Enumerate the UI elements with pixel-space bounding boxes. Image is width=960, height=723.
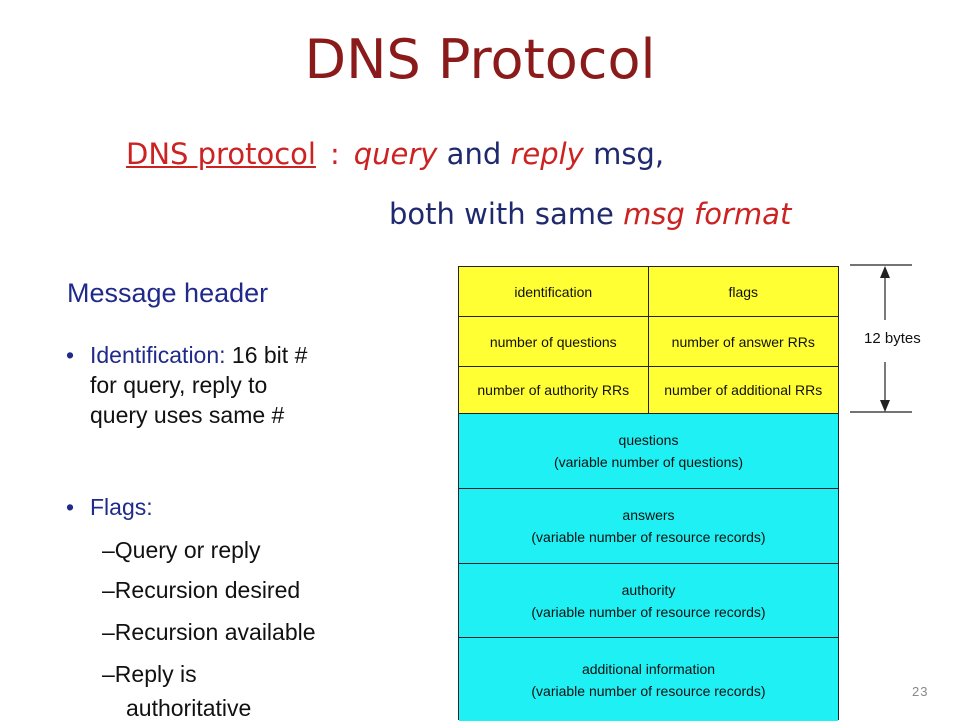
num-authority-rrs-field: number of authority RRs: [459, 367, 649, 413]
flag-item-continuation: authoritative: [126, 695, 252, 721]
identification-label: Identification:: [90, 342, 226, 368]
query-word: query: [353, 137, 438, 171]
identification-text-line-2: for query, reply to: [90, 372, 268, 398]
num-answer-rrs-field: number of answer RRs: [671, 333, 815, 350]
subtitle-line-2: both with same msg format: [389, 196, 791, 232]
section-desc: (variable number of questions): [553, 454, 744, 470]
msg-format-term: msg format: [623, 197, 792, 231]
section-desc: (variable number of resource records): [531, 529, 766, 545]
answers-section: answers (variable number of resource rec…: [459, 489, 838, 564]
bullet-dot: •: [66, 494, 75, 520]
page-number: 23: [912, 684, 929, 699]
subtitle-colon: :: [329, 137, 340, 171]
subtitle-line-2-prefix: both with same: [389, 197, 614, 231]
and-word: and: [446, 137, 502, 171]
identification-text-line-3: query uses same #: [90, 402, 285, 428]
subtitle-rest: msg,: [593, 137, 665, 171]
section-name: questions: [618, 432, 679, 448]
section-desc: (variable number of resource records): [531, 603, 766, 620]
section-name: additional information: [581, 660, 716, 677]
authority-section: authority (variable number of resource r…: [459, 564, 838, 638]
flag-item: –Query or reply: [102, 537, 261, 563]
section-name: authority: [621, 581, 676, 598]
flag-item: –Recursion desired: [102, 577, 301, 603]
num-questions-field: number of questions: [459, 317, 649, 366]
flag-item: –Reply is: [102, 661, 197, 687]
header-row-questions-answers: number of questions number of answer RRs: [459, 317, 838, 367]
reply-word: reply: [510, 137, 584, 171]
questions-section: questions (variable number of questions): [459, 414, 838, 489]
dns-protocol-term: DNS protocol: [126, 137, 316, 171]
message-header-heading: Message header: [67, 278, 269, 308]
flags-label: Flags:: [90, 494, 153, 520]
subtitle-line-1: DNS protocol: query and reply msg,: [126, 136, 664, 172]
dns-message-format-diagram: identification flags number of questions…: [458, 266, 839, 721]
additional-information-section: additional information (variable number …: [459, 638, 838, 721]
bullet-dot: •: [66, 342, 75, 368]
num-additional-rrs-field: number of additional RRs: [664, 382, 823, 398]
twelve-bytes-label: 12 bytes: [864, 330, 921, 347]
header-row-identification-flags: identification flags: [459, 267, 838, 317]
flags-field: flags: [728, 283, 759, 300]
slide-title: DNS Protocol: [304, 28, 656, 91]
flag-item: –Recursion available: [102, 619, 316, 645]
identification-field: identification: [459, 267, 649, 316]
section-name: answers: [622, 507, 675, 523]
twelve-bytes-bracket: [850, 264, 912, 413]
identification-text-line-1: 16 bit #: [231, 342, 308, 368]
section-desc: (variable number of resource records): [531, 682, 766, 699]
header-row-authority-additional: number of authority RRs number of additi…: [459, 367, 838, 414]
